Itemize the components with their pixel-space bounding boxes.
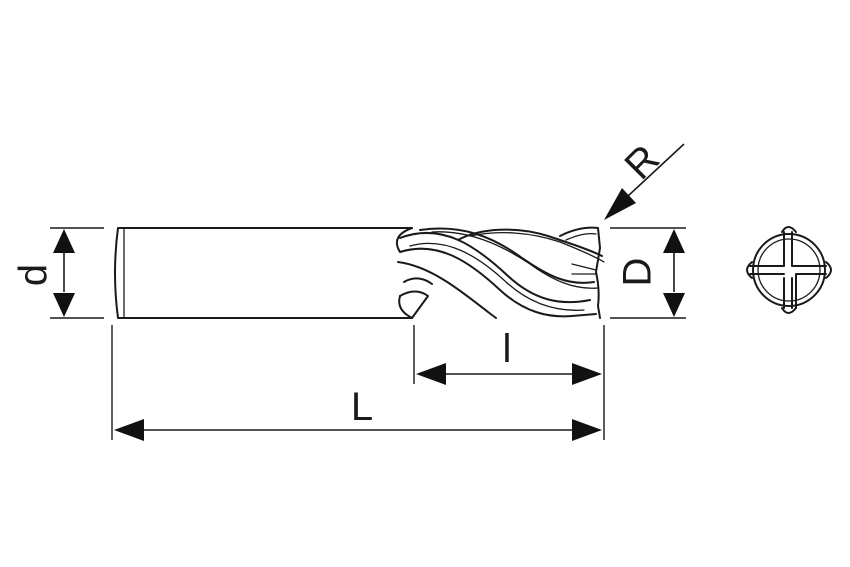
label-R: R [617, 137, 669, 189]
arrow-icon [572, 363, 602, 385]
dimension-d: d [12, 229, 75, 317]
label-D: D [616, 258, 660, 287]
dimension-L: L [114, 385, 602, 441]
arrow-icon [114, 419, 144, 441]
label-d: d [12, 264, 56, 286]
shank [114, 227, 413, 319]
extension-lines [50, 227, 686, 440]
end-view [746, 226, 832, 314]
arrow-icon [53, 293, 75, 317]
arrow-icon [604, 188, 636, 220]
arrow-icon [663, 229, 685, 253]
arrow-icon [416, 363, 446, 385]
arrow-icon [663, 293, 685, 317]
arrow-icon [572, 419, 602, 441]
dimension-l: l [416, 327, 602, 385]
dimension-D: D [616, 229, 685, 317]
arrow-icon [53, 229, 75, 253]
dimension-R: R [604, 137, 685, 220]
flute-section [396, 226, 605, 319]
label-L: L [351, 385, 373, 429]
label-l: l [503, 327, 512, 371]
